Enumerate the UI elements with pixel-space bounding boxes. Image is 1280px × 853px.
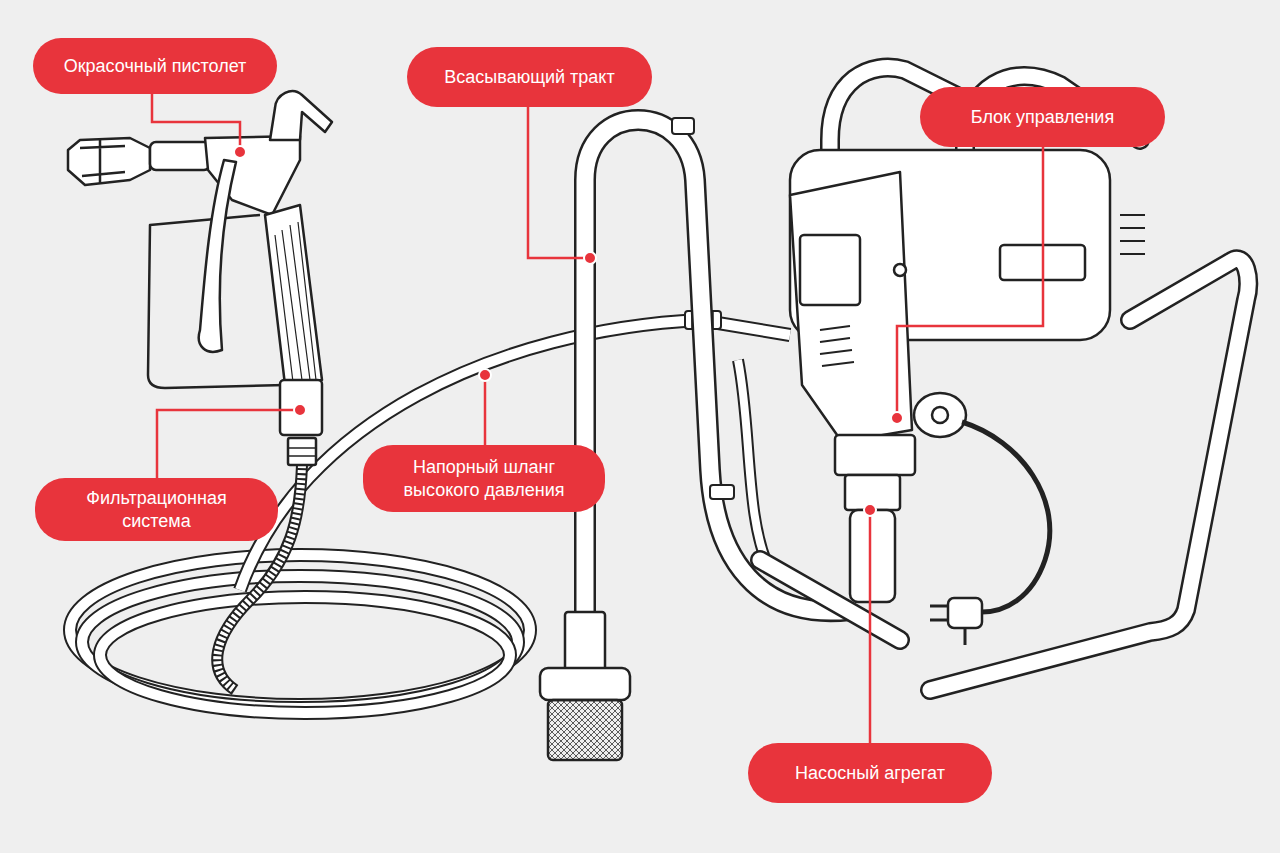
spray-gun-part [280, 380, 322, 435]
suction-strainer-part [540, 668, 630, 700]
motor-unit-part [820, 326, 854, 366]
spray-gun-part [68, 138, 150, 185]
motor-unit-part [932, 407, 948, 423]
leader-lines-part [897, 147, 1043, 418]
callout-label: Блок управления [920, 87, 1165, 147]
motor-unit-part [800, 235, 860, 305]
leader-lines-part [484, 375, 487, 445]
spray-gun-part [80, 140, 125, 184]
callout-label: Насосный агрегат [748, 743, 992, 803]
motor-unit-part [1120, 215, 1145, 254]
callout-text: Насосный агрегат [795, 762, 945, 785]
suction-tube-part [738, 360, 770, 570]
leader-lines-part [152, 93, 240, 152]
leader-lines-part [869, 510, 872, 743]
spray-gun-part [150, 142, 210, 170]
callout-text: Окрасочный пистолет [64, 55, 247, 78]
callout-label: Всасывающий тракт [407, 47, 652, 107]
suction-tube-part [710, 485, 734, 499]
power-cord-part [962, 422, 1050, 612]
spray-gun-part [270, 91, 332, 140]
suction-strainer-part [565, 612, 605, 670]
hose-coils-part [100, 597, 510, 713]
power-cord [930, 422, 1050, 645]
pump-frame [760, 68, 1248, 690]
suction-strainer-part [548, 700, 622, 760]
motor-unit-part [835, 435, 915, 475]
leader-dots-part [294, 404, 306, 416]
callout-text: Фильтрационная система [64, 487, 249, 533]
spray-gun-part [288, 448, 316, 456]
motor-unit-part [914, 393, 966, 437]
callout-label: Напорный шланг высокого давления [363, 445, 605, 512]
motor-unit-part [894, 264, 906, 276]
motor-unit-part [850, 510, 895, 602]
spray-gun-part [265, 205, 322, 385]
leader-dots-part [891, 412, 903, 424]
leader-lines-part [157, 410, 300, 478]
suction-tube-part [672, 118, 694, 134]
suction-tube-part [738, 360, 770, 570]
suction-strainer [540, 612, 630, 760]
hose-coils [70, 555, 530, 713]
hose-coils-part [100, 597, 510, 713]
leader-lines-part [528, 107, 590, 258]
power-cord-part [930, 606, 965, 645]
pump-frame-part [760, 68, 1248, 690]
leader-lines [152, 93, 1043, 743]
leader-dots-part [864, 504, 876, 516]
callout-label: Фильтрационная система [35, 478, 278, 541]
leader-dots-part [234, 146, 246, 158]
pump-frame-part [760, 68, 1248, 690]
leader-dots-part [584, 252, 596, 264]
callout-text: Напорный шланг высокого давления [392, 456, 577, 502]
spray-gun-part [199, 160, 236, 352]
power-cord-part [948, 598, 982, 628]
motor-unit [790, 150, 1145, 602]
callout-label: Окрасочный пистолет [33, 38, 277, 94]
spray-gun-part [288, 438, 316, 465]
callout-text: Всасывающий тракт [444, 66, 614, 89]
motor-unit-part [790, 172, 912, 442]
leader-dots-part [479, 369, 491, 381]
callout-text: Блок управления [971, 106, 1114, 129]
leader-dots [234, 146, 903, 516]
spray-gun-part [275, 222, 316, 382]
